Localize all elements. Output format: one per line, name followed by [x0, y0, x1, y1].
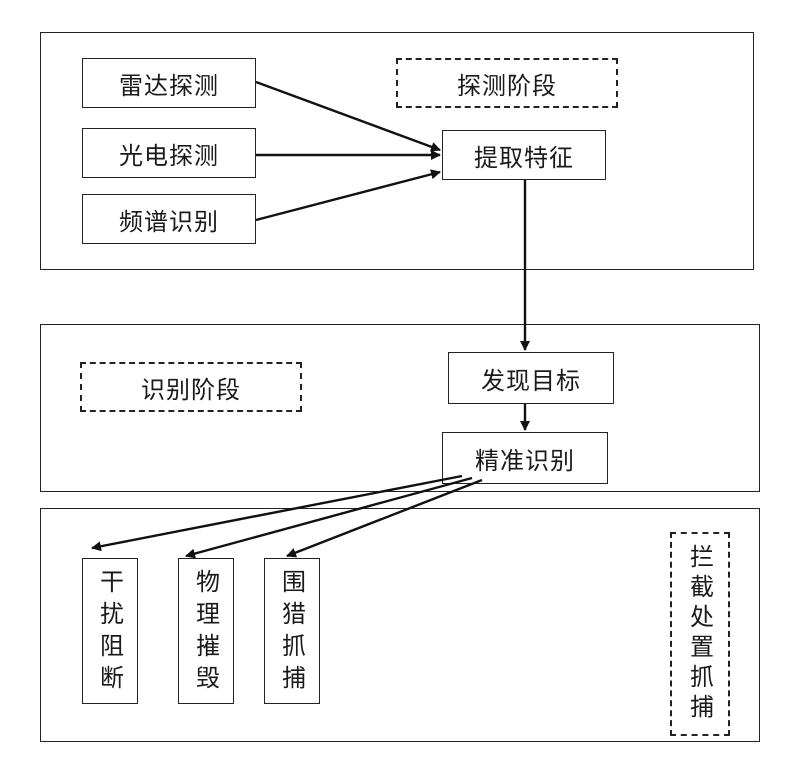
- optical-detection-box: 光电探测: [82, 128, 256, 178]
- identification-panel: [40, 324, 760, 492]
- disposal-stage-label: 拦截处置抓捕: [670, 532, 730, 736]
- identification-stage-label: 识别阶段: [80, 362, 302, 412]
- arrow-precise-to-capture: [286, 478, 483, 558]
- arrow-precise-to-destroy: [185, 476, 473, 559]
- detection-stage-label: 探测阶段: [396, 58, 618, 108]
- capture-box: 围猎抓捕: [264, 558, 320, 704]
- disposal-panel: [40, 508, 760, 742]
- arrow-radar-to-extract: [255, 80, 441, 152]
- jamming-block-label: 干扰阻断: [95, 569, 124, 697]
- arrow-precise-to-jam: [91, 474, 463, 552]
- jamming-block-box: 干扰阻断: [82, 558, 138, 704]
- discover-target-box: 发现目标: [448, 352, 614, 404]
- arrow-spectrum-to-extract: [255, 169, 441, 222]
- physical-destroy-label: 物理摧毁: [191, 569, 220, 697]
- disposal-stage-text: 拦截处置抓捕: [685, 544, 714, 724]
- extract-features-box: 提取特征: [442, 130, 606, 180]
- spectrum-identification-box: 频谱识别: [82, 194, 256, 244]
- capture-label: 围猎抓捕: [277, 569, 306, 697]
- precise-identification-box: 精准识别: [442, 432, 608, 484]
- physical-destroy-box: 物理摧毁: [178, 558, 234, 704]
- radar-detection-box: 雷达探测: [82, 58, 256, 108]
